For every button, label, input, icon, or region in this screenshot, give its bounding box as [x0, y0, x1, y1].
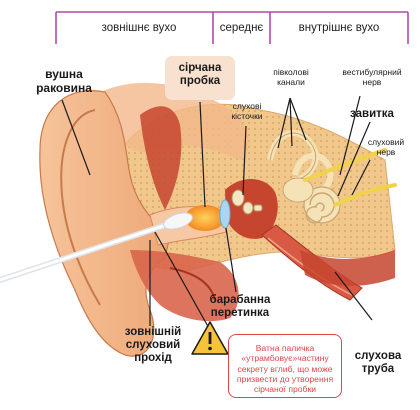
inner-ear [267, 130, 341, 224]
earwax-plug [185, 205, 225, 231]
auricle-cut-tissue [140, 106, 182, 210]
lower-tissue-2 [169, 267, 216, 301]
section-inner-ear: внутрішнє вухо [298, 22, 380, 34]
cochlea [303, 186, 341, 224]
earwax-label-bg [165, 56, 235, 100]
section-middle-ear: середнє [219, 22, 264, 34]
vestibule [282, 177, 314, 203]
auricle [39, 90, 171, 357]
ossicles [231, 189, 263, 215]
warning-triangle-icon [191, 321, 229, 355]
eardrum [219, 199, 231, 229]
muscle-band [300, 250, 395, 286]
pointer-lines [61, 95, 373, 331]
auricle-fold [60, 109, 101, 306]
label-cochlea: завитка [350, 108, 394, 120]
section-brackets [55, 11, 409, 44]
warning-note: Ватна паличка «утрамбовує»частину секрет… [228, 334, 342, 398]
section-outer-ear: зовнішнє вухо [101, 22, 177, 34]
cotton-swab [0, 212, 193, 283]
lower-tissue [130, 250, 239, 322]
